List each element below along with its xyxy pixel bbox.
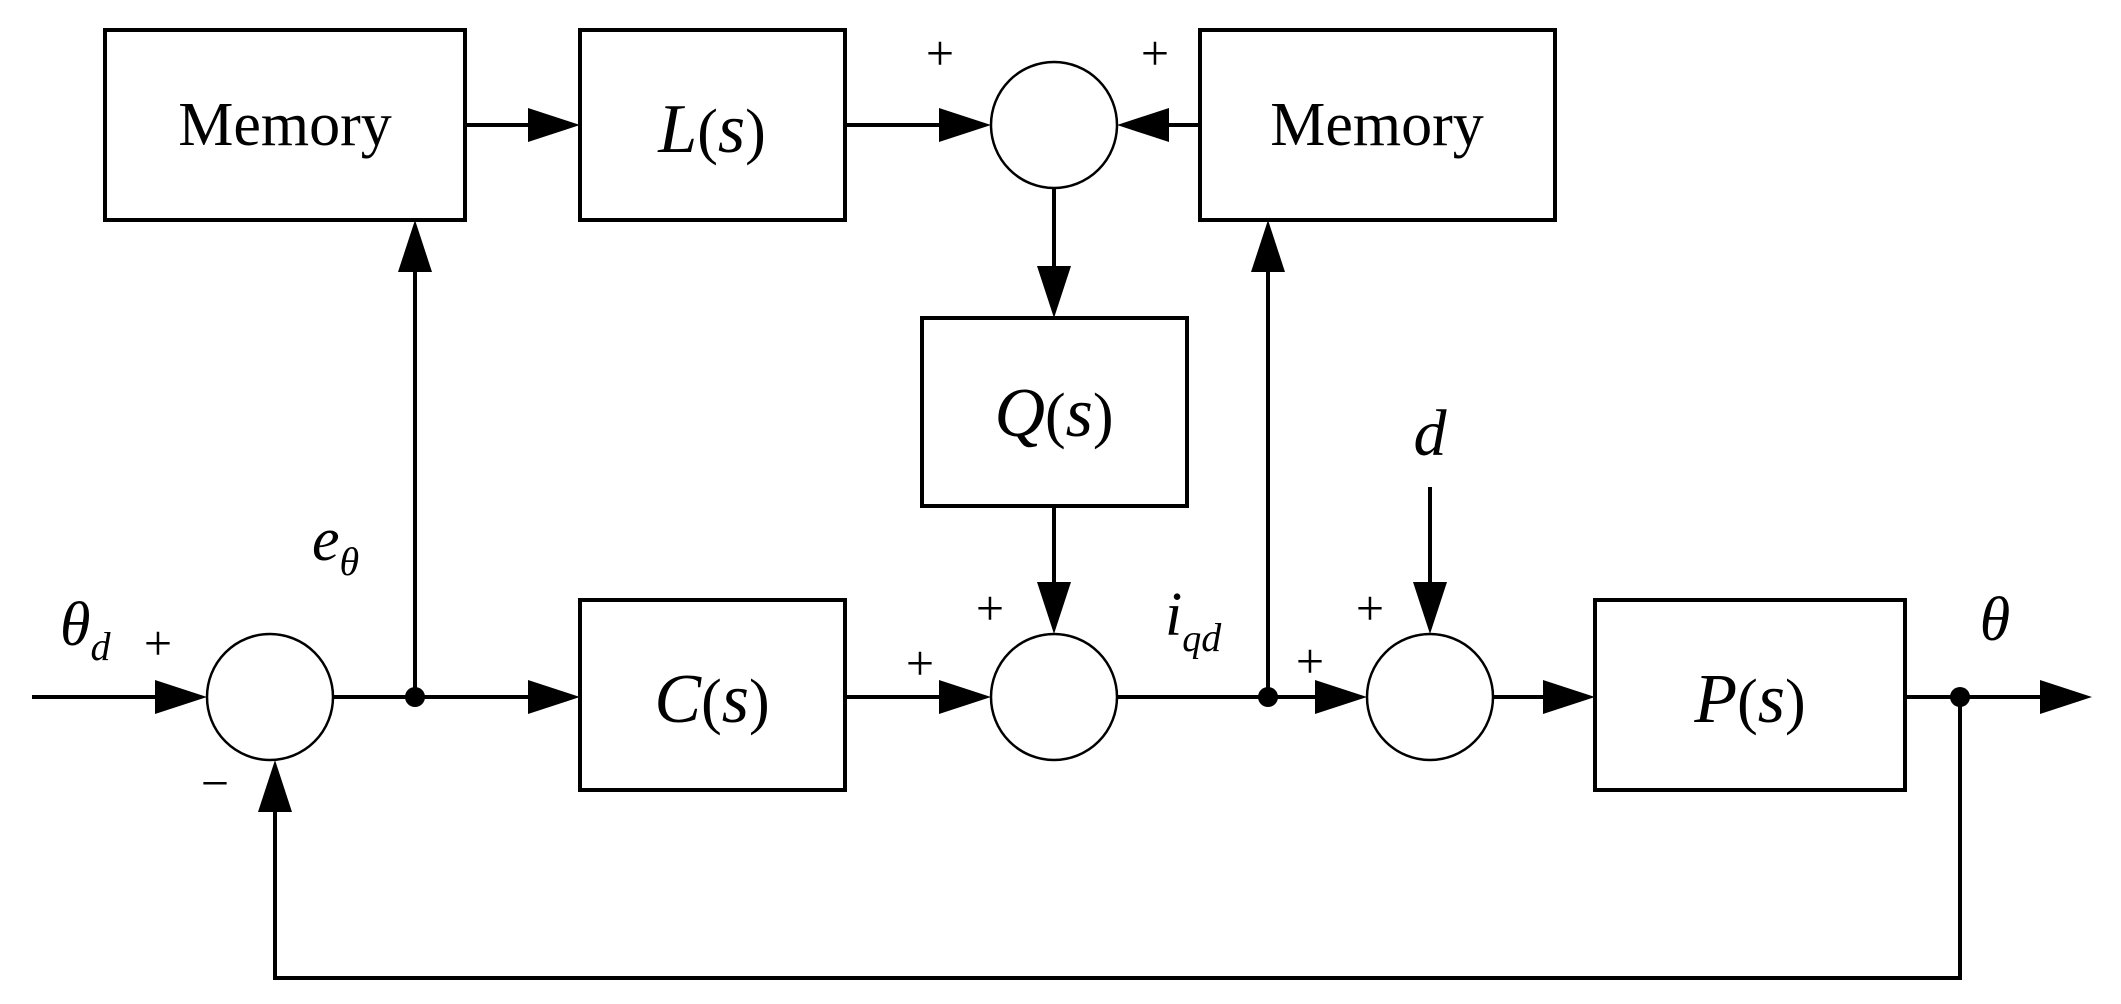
summing-junction-disturbance bbox=[1365, 632, 1495, 762]
current-subscript-d: d bbox=[1201, 615, 1222, 660]
summing-junction-top bbox=[989, 60, 1119, 190]
sign-sum-top-right: + bbox=[1141, 25, 1169, 81]
p-paren-open: ( bbox=[1737, 668, 1758, 736]
error-symbol: e bbox=[312, 506, 340, 574]
input-subscript: d bbox=[90, 624, 111, 669]
arrowhead-to-q bbox=[1037, 266, 1071, 318]
sign-sum3-left: + bbox=[1296, 633, 1324, 689]
wire-feedback bbox=[273, 697, 1962, 980]
p-block bbox=[1593, 598, 1907, 792]
c-var: s bbox=[722, 661, 749, 738]
current-subscript-q: q bbox=[1182, 618, 1201, 660]
l-var: s bbox=[718, 91, 745, 168]
l-paren-open: ( bbox=[697, 98, 718, 166]
memory-right-block bbox=[1198, 28, 1557, 222]
c-block bbox=[578, 598, 847, 792]
q-block-label: Q(s) bbox=[994, 375, 1113, 452]
arrowhead-output bbox=[2040, 680, 2092, 714]
q-block bbox=[920, 316, 1189, 508]
arrowhead-q-to-sum bbox=[1037, 582, 1071, 634]
arrowhead-to-l bbox=[528, 108, 580, 142]
p-block-label: P(s) bbox=[1693, 661, 1805, 738]
arrowhead-input bbox=[155, 680, 207, 714]
summing-junction-error bbox=[205, 632, 335, 762]
sign-sum2-top: + bbox=[976, 580, 1004, 636]
junction-dot-output bbox=[1950, 687, 1970, 707]
memory-left-block bbox=[103, 28, 467, 222]
input-signal-label: θd bbox=[60, 591, 111, 669]
p-var: s bbox=[1758, 661, 1785, 738]
sign-sum1-input: + bbox=[144, 615, 172, 671]
junction-dot-error bbox=[405, 687, 425, 707]
memory-left-label: Memory bbox=[178, 91, 392, 159]
sign-sum2-left: + bbox=[906, 635, 934, 691]
c-fn: C bbox=[654, 661, 702, 738]
p-paren-close: ) bbox=[1785, 668, 1806, 736]
junction-dot-iqd bbox=[1258, 687, 1278, 707]
arrowhead-to-p bbox=[1543, 680, 1595, 714]
q-paren-open: ( bbox=[1045, 382, 1066, 450]
sign-sum1-feedback: − bbox=[201, 755, 229, 811]
arrowhead-disturbance bbox=[1413, 582, 1447, 634]
q-fn: Q bbox=[994, 375, 1045, 452]
input-symbol: θ bbox=[60, 591, 90, 659]
arrowhead-memory-right-to-sum bbox=[1117, 108, 1169, 142]
memory-right-label: Memory bbox=[1270, 91, 1484, 159]
output-signal-label: θ bbox=[1980, 586, 2010, 654]
l-block-label: L(s) bbox=[657, 91, 766, 168]
disturbance-label: d bbox=[1414, 397, 1448, 470]
arrowhead-l-to-sum bbox=[939, 108, 991, 142]
error-subscript: θ bbox=[340, 539, 360, 584]
arrowhead-iqd-to-sum bbox=[1315, 680, 1367, 714]
q-var: s bbox=[1066, 375, 1093, 452]
sign-sum3-top: + bbox=[1356, 580, 1384, 636]
c-paren-close: ) bbox=[749, 668, 770, 736]
current-signal-label: iqd bbox=[1165, 581, 1222, 660]
arrowhead-to-c bbox=[528, 680, 580, 714]
c-paren-open: ( bbox=[701, 668, 722, 736]
l-fn: L bbox=[657, 91, 697, 168]
arrowhead-to-memory-right bbox=[1251, 220, 1285, 272]
q-paren-close: ) bbox=[1093, 382, 1114, 450]
current-symbol: i bbox=[1165, 581, 1182, 649]
summing-junction-control bbox=[989, 632, 1119, 762]
arrowhead-to-memory-left bbox=[398, 220, 432, 272]
sign-sum-top-left: + bbox=[926, 25, 954, 81]
arrowhead-feedback bbox=[258, 760, 292, 812]
p-fn: P bbox=[1693, 661, 1737, 738]
arrowhead-c-to-sum bbox=[939, 680, 991, 714]
l-paren-close: ) bbox=[745, 98, 766, 166]
error-signal-label: eθ bbox=[312, 506, 359, 584]
l-block bbox=[578, 28, 847, 222]
c-block-label: C(s) bbox=[654, 661, 769, 738]
